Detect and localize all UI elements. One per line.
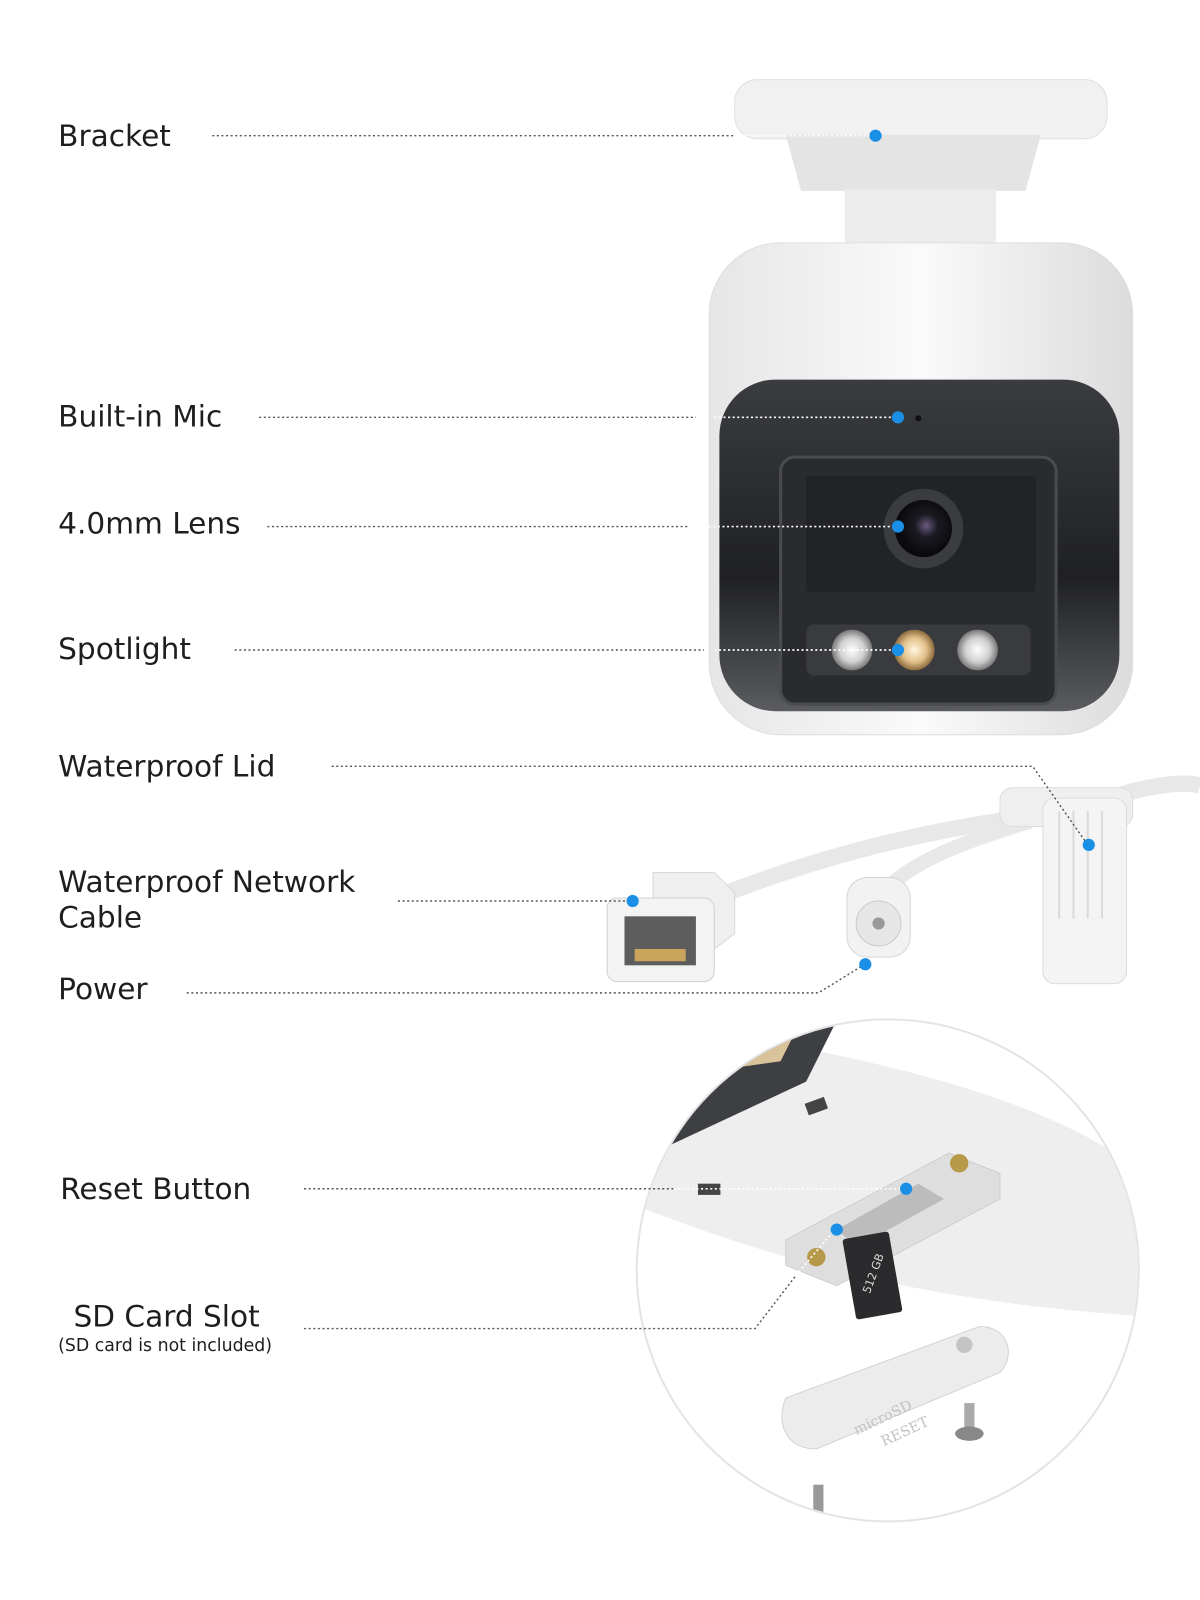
label-network-line1: Waterproof Network <box>58 865 356 899</box>
label-lid: Waterproof Lid <box>58 750 275 784</box>
label-bracket: Bracket <box>58 119 171 153</box>
network-marker <box>626 894 639 908</box>
lens-marker <box>891 520 905 533</box>
label-lens: 4.0mm Lens <box>58 507 240 541</box>
sd-marker <box>830 1223 843 1236</box>
power-marker <box>859 958 872 971</box>
camera-illustration <box>708 79 1134 736</box>
label-network-line2: Cable <box>58 901 142 935</box>
lid-marker <box>1082 838 1095 852</box>
spotlight-marker <box>891 643 905 657</box>
mic-marker <box>891 411 905 424</box>
marker-dots <box>626 129 1095 1236</box>
label-reset: Reset Button <box>60 1172 251 1206</box>
label-sd: SD Card Slot <box>73 1300 259 1334</box>
reset-marker <box>900 1182 913 1195</box>
cable-illustration <box>606 775 1200 985</box>
label-power: Power <box>58 972 148 1006</box>
sd-card-unit: GB <box>869 1252 887 1272</box>
label-spotlight: Spotlight <box>58 632 191 666</box>
sd-slot-detail: 512 GB microSD RESET <box>635 1018 1140 1523</box>
leader-lines <box>186 134 1089 1330</box>
label-mic: Built-in Mic <box>58 400 222 434</box>
bracket-marker <box>869 129 882 142</box>
label-sd-note: (SD card is not included) <box>58 1336 272 1356</box>
